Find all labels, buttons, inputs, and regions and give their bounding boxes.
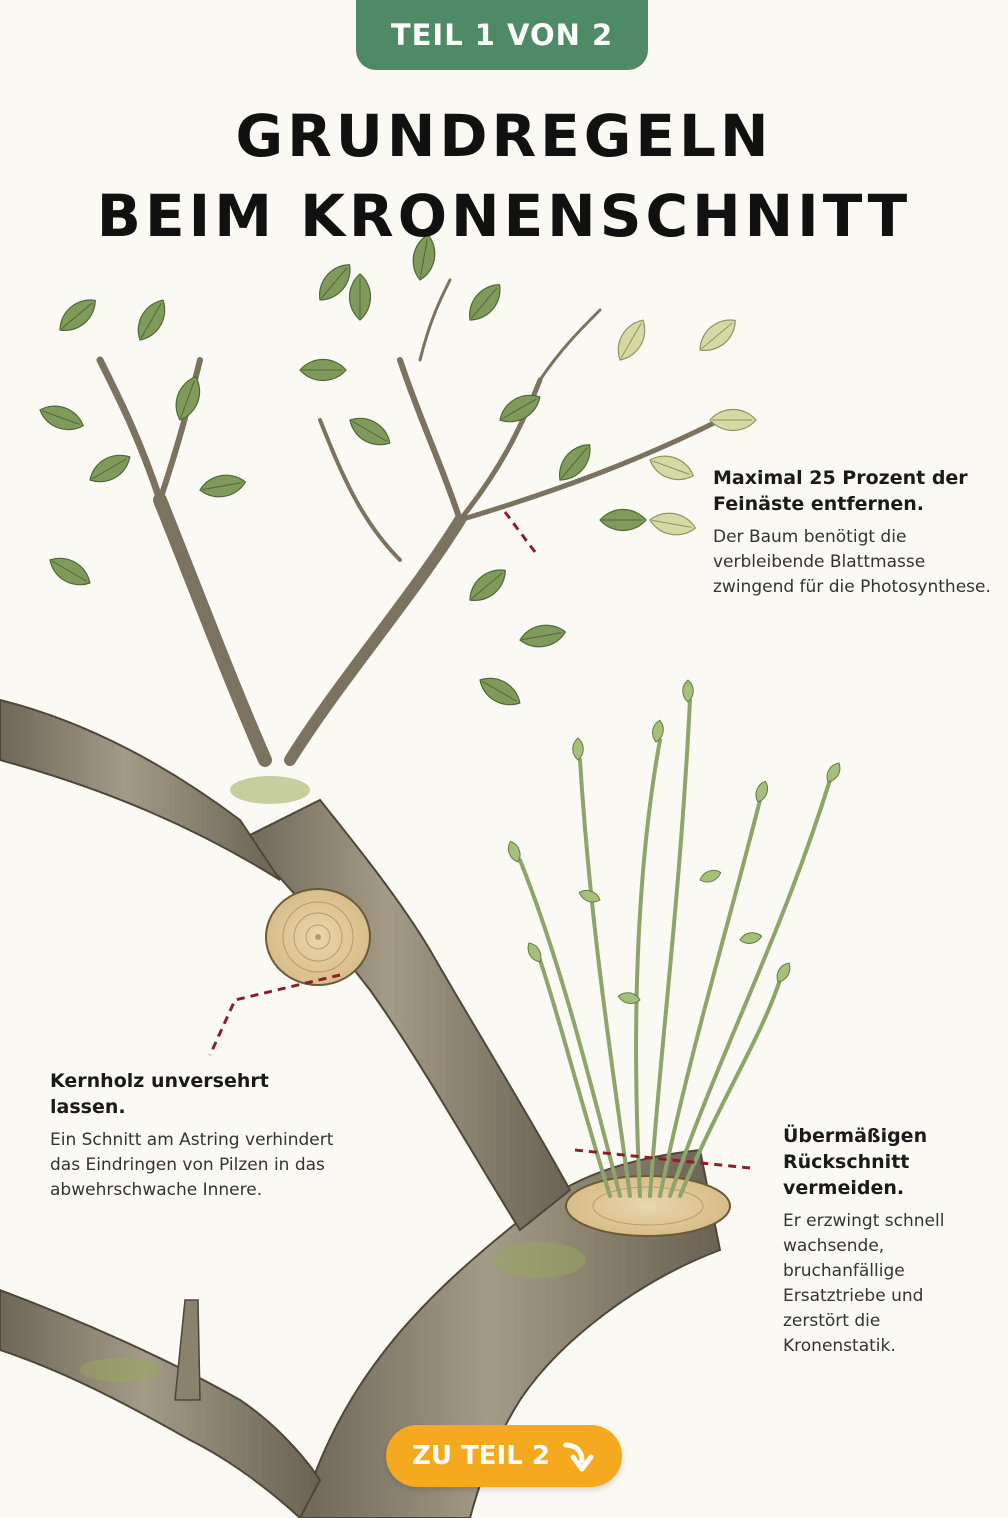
title-line-2: BEIM KRONENSCHNITT [96, 182, 912, 250]
next-part-button[interactable]: ZU TEIL 2 [386, 1425, 622, 1487]
note-body: Der Baum benötigt die verbleibende Blatt… [713, 527, 991, 597]
note-heartwood: Kernholz unversehrt lassen. Ein Schnitt … [50, 1068, 350, 1203]
next-part-label: ZU TEIL 2 [412, 1441, 550, 1471]
water-shoots [518, 698, 832, 1198]
note-body: Er erzwingt schnell wachsende, bruchanfä… [783, 1211, 945, 1356]
cut-line-astring [208, 973, 341, 1056]
part-badge: TEIL 1 VON 2 [356, 0, 648, 70]
part-badge-label: TEIL 1 VON 2 [390, 18, 614, 52]
cut-line-stump [574, 1148, 751, 1170]
main-trunk [298, 1148, 722, 1518]
note-fine-branches: Maximal 25 Prozent der Feinäste entferne… [713, 465, 993, 600]
lower-left-branch [0, 1288, 322, 1518]
crown-leaves [35, 232, 757, 713]
left-branch [0, 698, 281, 881]
page-title: GRUNDREGELN BEIM KRONENSCHNITT [0, 96, 1008, 256]
note-overpruning: Übermäßigen Rückschnitt vermeiden. Er er… [783, 1123, 983, 1359]
title-line-1: GRUNDREGELN [235, 102, 773, 170]
arrow-down-right-icon [563, 1442, 594, 1472]
note-heading: Übermäßigen Rückschnitt vermeiden. [783, 1125, 928, 1199]
note-body: Ein Schnitt am Astring verhindert das Ei… [50, 1130, 334, 1200]
note-heading: Maximal 25 Prozent der Feinäste entferne… [713, 467, 968, 515]
cut-line-fine-branch [503, 511, 537, 553]
cut-stump-face [565, 1175, 731, 1237]
note-heading: Kernholz unversehrt lassen. [50, 1070, 269, 1118]
